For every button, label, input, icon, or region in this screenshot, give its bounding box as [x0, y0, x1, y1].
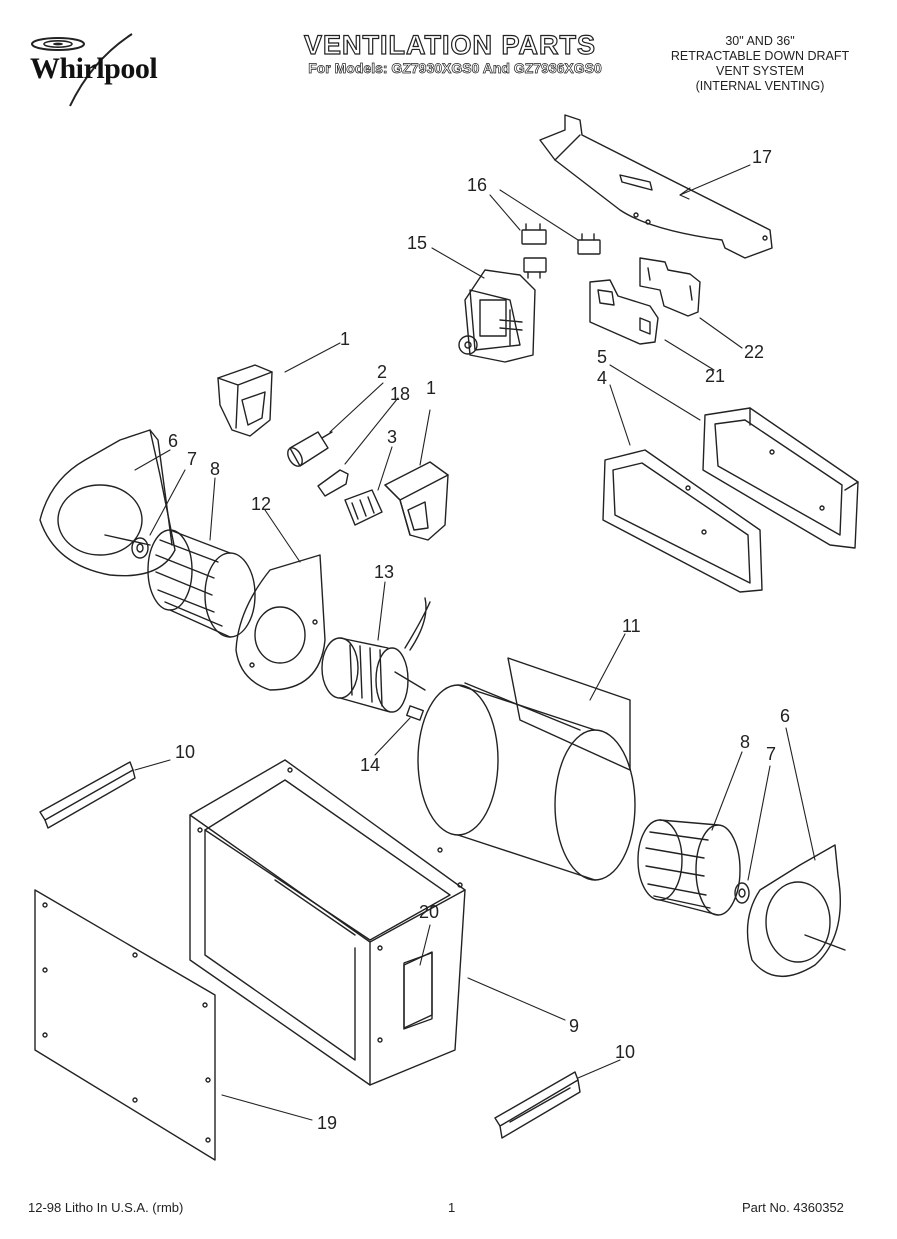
model-subtitle: For Models: GZ7930XGS0 And GZ7936XGS0 [308, 60, 602, 77]
callout-6-left: 6 [168, 431, 178, 451]
part-1-cover-upper [217, 364, 273, 437]
callout-9: 9 [569, 1016, 579, 1036]
callout-15: 15 [407, 233, 427, 253]
callout-10-upper: 10 [175, 742, 195, 762]
callout-12: 12 [251, 494, 271, 514]
part-3-terminal-block [344, 489, 383, 526]
whirlpool-logo: Whirlpool [22, 30, 182, 110]
part-21-clip [589, 279, 659, 345]
part-10-strip-upper [39, 761, 136, 829]
callout-1-upper: 1 [340, 329, 350, 349]
part-2-capacitor [287, 431, 333, 467]
page-number: 1 [448, 1200, 456, 1215]
part-8-wheel-right [637, 819, 741, 916]
callout-19: 19 [317, 1113, 337, 1133]
part-7-hub-left [131, 537, 149, 559]
callout-17: 17 [752, 147, 772, 167]
part-17-bracket [539, 114, 773, 259]
callout-1-lower: 1 [426, 378, 436, 398]
callout-13: 13 [374, 562, 394, 582]
callout-18: 18 [390, 384, 410, 404]
system-spec: 30" AND 36" RETRACTABLE DOWN DRAFT VENT … [640, 34, 880, 94]
part-6-housing-left [39, 429, 176, 577]
callout-14: 14 [360, 755, 380, 775]
callout-numbers: 17 16 15 22 21 5 4 1 2 18 1 3 6 7 8 12 1… [168, 147, 790, 1133]
callout-22: 22 [744, 342, 764, 362]
callout-8-left: 8 [210, 459, 220, 479]
callout-3: 3 [387, 427, 397, 447]
callout-21: 21 [705, 366, 725, 386]
brand-name: Whirlpool [30, 52, 158, 85]
callout-16: 16 [467, 175, 487, 195]
callout-20: 20 [419, 902, 439, 922]
part-4-duct-frame [602, 449, 763, 593]
part-18-bracket [317, 469, 349, 497]
page-title: VENTILATION PARTS [303, 29, 596, 60]
part-11-sleeve [417, 657, 636, 881]
callout-10-lower: 10 [615, 1042, 635, 1062]
part-15-gear-motor [458, 269, 536, 363]
part-12-scroll-plate [235, 554, 326, 691]
part-8-wheel-left [147, 529, 256, 638]
leader-lines [134, 164, 816, 1121]
part-number: Part No. 4360352 [742, 1200, 844, 1215]
part-19-panel [34, 889, 216, 1161]
part-7-hub-right [734, 882, 750, 904]
spec-line-type: RETRACTABLE DOWN DRAFT [670, 49, 850, 63]
part-20-label [403, 951, 433, 1029]
part-9-cabinet [189, 759, 466, 1086]
callout-2: 2 [377, 362, 387, 382]
part-6-housing-right [746, 844, 846, 978]
part-10-strip-lower [494, 1071, 581, 1139]
part-14-coupling [406, 705, 424, 721]
part-5-duct-frame [702, 407, 859, 549]
callout-8-right: 8 [740, 732, 750, 752]
part-13-motor [321, 597, 431, 713]
spec-line-size: 30" AND 36" [725, 34, 795, 48]
callout-5: 5 [597, 347, 607, 367]
callout-6-right: 6 [780, 706, 790, 726]
callout-4: 4 [597, 368, 607, 388]
part-16-switches [521, 223, 601, 279]
print-info: 12-98 Litho In U.S.A. (rmb) [28, 1200, 184, 1215]
spec-line-venting: (INTERNAL VENTING) [695, 79, 825, 93]
callout-7-right: 7 [766, 744, 776, 764]
spec-line-system: VENT SYSTEM [716, 64, 804, 78]
callout-11: 11 [622, 616, 641, 636]
part-1-cover-lower [384, 461, 449, 541]
callout-7-left: 7 [187, 449, 197, 469]
logo-swirl-icon [31, 33, 133, 107]
part-22-clip [639, 257, 701, 317]
